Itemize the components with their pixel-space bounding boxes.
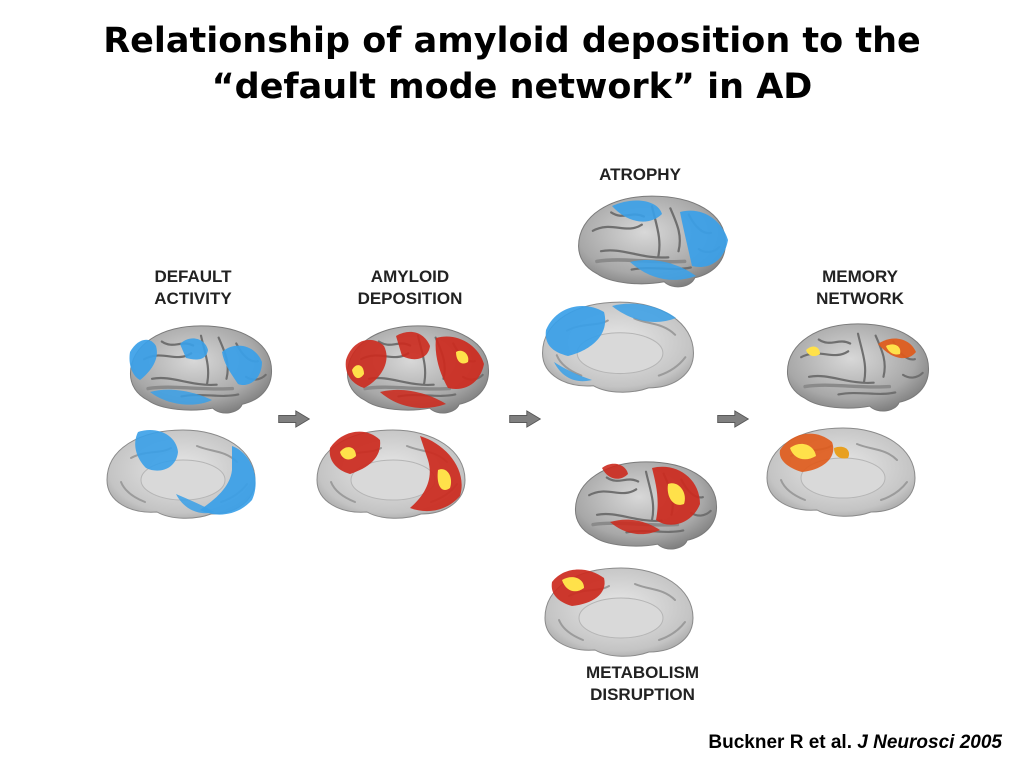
atrophy-medial-brain: [541, 301, 695, 394]
arrow-amyloid-to-outcomes: [509, 410, 541, 428]
label-atrophy: ATROPHY: [599, 165, 681, 184]
atrophy-lateral-brain: [576, 194, 728, 289]
citation-journal: J Neurosci: [857, 732, 955, 753]
default-activity-lateral-brain: [128, 324, 274, 415]
metabolism-medial-brain: [543, 566, 695, 658]
memory-network-medial-brain: [765, 426, 917, 518]
slide-title-line-1: Relationship of amyloid deposition to th…: [103, 21, 921, 61]
arrow-to-memory-network: [717, 410, 749, 428]
memory-network-lateral-brain: [785, 322, 931, 413]
slide-title-line-2: “default mode network” in AD: [211, 67, 813, 107]
default-activity-medial-brain: [105, 428, 257, 520]
slide-title: Relationship of amyloid deposition to th…: [0, 18, 1024, 110]
citation: Buckner R et al. J Neurosci 2005: [708, 732, 1002, 754]
metabolism-lateral-brain: [573, 460, 719, 551]
label-metabolism-disruption: METABOLISM DISRUPTION: [585, 663, 699, 704]
amyloid-lateral-brain: [345, 324, 491, 415]
citation-year: 2005: [959, 732, 1002, 753]
arrow-default-to-amyloid: [278, 410, 310, 428]
label-default-activity: DEFAULT ACTIVITY: [154, 267, 232, 308]
label-amyloid-deposition: AMYLOID DEPOSITION: [357, 267, 463, 308]
amyloid-medial-brain: [315, 428, 467, 520]
citation-authors: Buckner R et al.: [708, 732, 852, 753]
label-memory-network: MEMORY NETWORK: [816, 267, 904, 308]
